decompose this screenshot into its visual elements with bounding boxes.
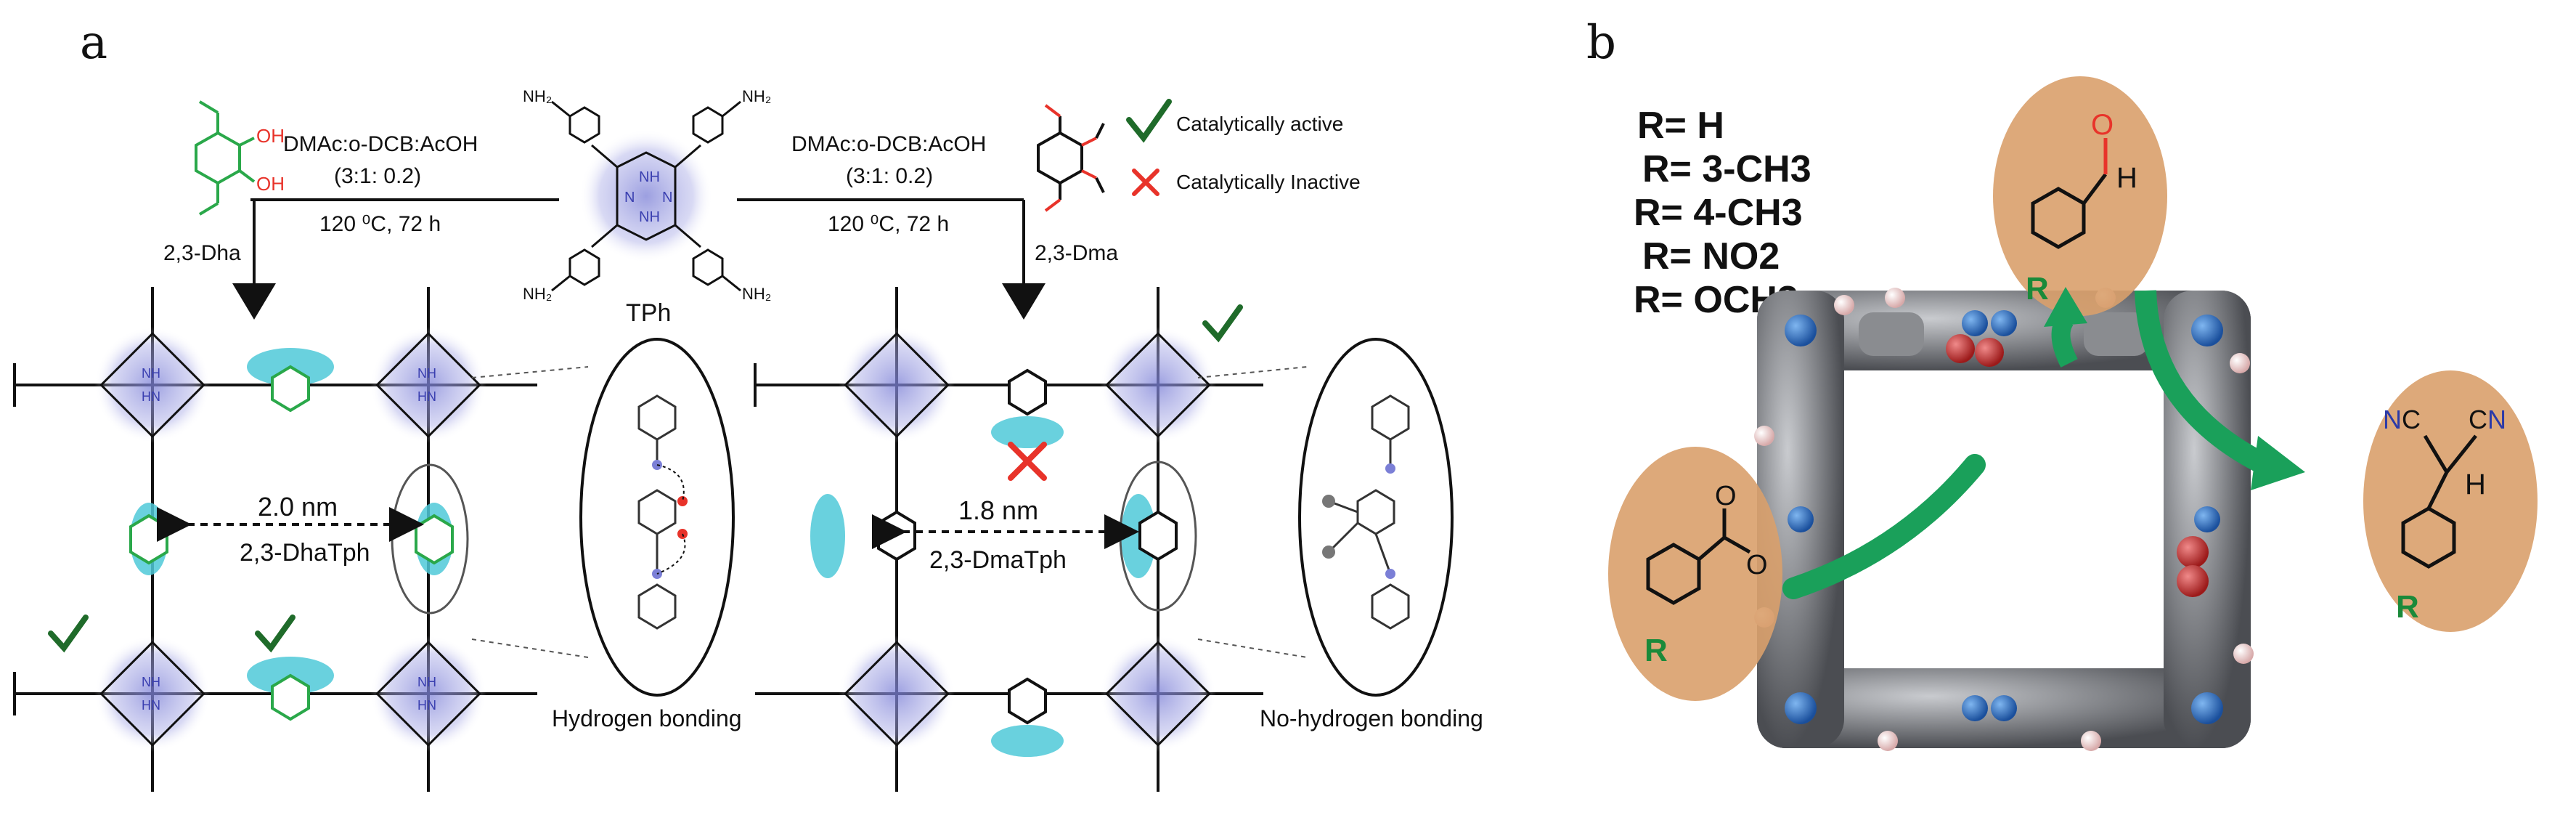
dma-pore-size: 1.8 nm — [958, 495, 1038, 525]
right-arrow-head — [1002, 283, 1046, 320]
panel-a-letter: a — [80, 16, 107, 70]
dha-oh-top: OH — [256, 125, 285, 147]
legend-active-label: Catalytically active — [1176, 113, 1343, 135]
porphyrin-node-br: NH HN — [370, 636, 486, 752]
aldehyde-o-label: O — [2091, 109, 2114, 141]
dma-linker-bottom — [991, 677, 1064, 757]
product-n-right: N — [2487, 405, 2506, 434]
dha-pore-size: 2.0 nm — [258, 492, 338, 522]
reaction-arrows — [1782, 287, 2305, 599]
node-nh-label: NH — [142, 366, 160, 381]
dha-reactant — [195, 100, 256, 216]
porphyrin-node-tl: NH HN — [94, 327, 211, 443]
legend-inactive-label: Catalytically Inactive — [1176, 171, 1361, 193]
dha-label: 2,3-Dha — [163, 241, 241, 265]
acetal-r-label: R — [1644, 633, 1668, 668]
aldehyde-intermediate-bubble: O H R — [1993, 76, 2167, 316]
linker-top — [247, 348, 334, 413]
substituent-no2: R= NO2 — [1642, 235, 1780, 277]
tph-nh2-br: NH₂ — [742, 285, 771, 303]
product-r-label: R — [2396, 589, 2419, 625]
tph-nh2-bl: NH₂ — [523, 285, 552, 303]
product-bubble: N C C N H R — [2363, 370, 2538, 632]
dma-linker-left — [810, 494, 916, 578]
green-arrow-product-head — [2251, 436, 2305, 490]
linker-right — [391, 463, 469, 615]
dha-check-icon-1 — [48, 615, 89, 653]
product-n-left: N — [2383, 405, 2402, 434]
legend-check-icon — [1126, 99, 1172, 143]
right-conditions-solvent: DMAc:o-DCB:AcOH — [791, 132, 986, 156]
node-nh-label: NH — [417, 675, 436, 689]
dma-framework-name: 2,3-DmaTph — [929, 546, 1067, 574]
no-hbond-label: No-hydrogen bonding — [1260, 705, 1483, 731]
porphyrin-node-bl — [839, 636, 955, 752]
product-c-right: C — [2469, 405, 2487, 434]
substituent-3ch3: R= 3-CH3 — [1642, 148, 1811, 190]
dmatph-framework: 1.8 nm 2,3-DmaTph — [754, 287, 1263, 792]
dha-framework-name: 2,3-DhaTph — [240, 539, 370, 567]
substituent-h: R= H — [1637, 105, 1724, 147]
tph-nh-top: NH — [639, 169, 660, 185]
left-conditions-ratio: (3:1: 0.2) — [334, 164, 421, 188]
dma-linker-top — [991, 368, 1064, 481]
porphyrin-node-tr: NH HN — [370, 327, 486, 443]
catalysis-legend: Catalytically active Catalytically Inact… — [1126, 99, 1361, 196]
node-hn-label: HN — [142, 698, 160, 713]
tph-nh2-tr: NH₂ — [742, 87, 771, 105]
right-conditions-ratio: (3:1: 0.2) — [846, 164, 933, 188]
node-hn-label: HN — [142, 389, 160, 404]
porphyrin-node-bl: NH HN — [94, 636, 211, 752]
dha-oh-bottom: OH — [256, 173, 285, 195]
dha-ring — [195, 131, 241, 185]
legend-cross-icon — [1132, 169, 1159, 196]
linker-bottom — [247, 657, 334, 721]
dha-check-icon-2 — [255, 615, 295, 653]
product-h-label: H — [2465, 469, 2486, 500]
substituent-list: R= H R= 3-CH3 R= 4-CH3 R= NO2 R= OCH3 — [1634, 105, 1811, 321]
aldehyde-h-label: H — [2116, 162, 2137, 194]
dma-label: 2,3-Dma — [1035, 241, 1118, 265]
dma-cross-icon — [1008, 442, 1047, 481]
acetal-o-right: O — [1746, 550, 1768, 580]
acetal-o-top: O — [1715, 481, 1737, 511]
node-hn-label: HN — [417, 698, 436, 713]
tph-monomer: NH NH N N NH₂ NH₂ NH₂ NH₂ TPh — [523, 87, 771, 327]
porphyrin-node-br — [1100, 636, 1216, 752]
porphyrin-node-tr — [1100, 327, 1216, 443]
dma-reactant — [1037, 104, 1105, 212]
dma-check-icon — [1202, 304, 1243, 343]
left-conditions-temp: 120 ⁰C, 72 h — [319, 212, 441, 236]
porphyrin-node-tl — [839, 327, 955, 443]
green-arrow-product — [2135, 290, 2270, 475]
tph-nh-bottom: NH — [639, 209, 660, 225]
hbond-label: Hydrogen bonding — [552, 705, 742, 731]
tph-nh2-tl: NH₂ — [523, 87, 552, 105]
substituent-4ch3: R= 4-CH3 — [1634, 192, 1803, 234]
node-nh-label: NH — [417, 366, 436, 381]
product-c-left: C — [2402, 405, 2421, 434]
tph-n-right: N — [662, 190, 672, 206]
tph-n-left: N — [624, 190, 635, 206]
node-hn-label: HN — [417, 389, 436, 404]
acetal-reactant-bubble: O O R — [1608, 447, 1782, 701]
right-conditions-temp: 120 ⁰C, 72 h — [828, 212, 949, 236]
node-nh-label: NH — [142, 675, 160, 689]
left-arrow-head — [232, 283, 276, 320]
panel-a: a OH OH 2,3-Dha DMAc:o-DCB:AcOH (3:1: 0.… — [13, 16, 1483, 792]
panel-b: b R= H R= 3-CH3 R= 4-CH3 R= NO2 R= OCH3 — [1586, 16, 2538, 751]
aldehyde-r-label: R — [2026, 271, 2049, 307]
green-arrow-up — [2051, 314, 2078, 368]
green-arrow-acetal — [1782, 454, 1986, 599]
tph-label: TPh — [626, 299, 671, 327]
no-hbond-inset: No-hydrogen bonding — [1197, 338, 1483, 731]
green-arrow-up-head — [2044, 287, 2087, 327]
dhatph-framework: NH HN NH HN NH HN NH HN — [13, 287, 537, 792]
linker-left — [129, 503, 168, 575]
left-conditions-solvent: DMAc:o-DCB:AcOH — [283, 132, 478, 156]
hbond-inset: Hydrogen bonding — [471, 338, 742, 731]
cof-space-filling-model — [1754, 288, 2254, 751]
panel-b-letter: b — [1586, 16, 1616, 70]
